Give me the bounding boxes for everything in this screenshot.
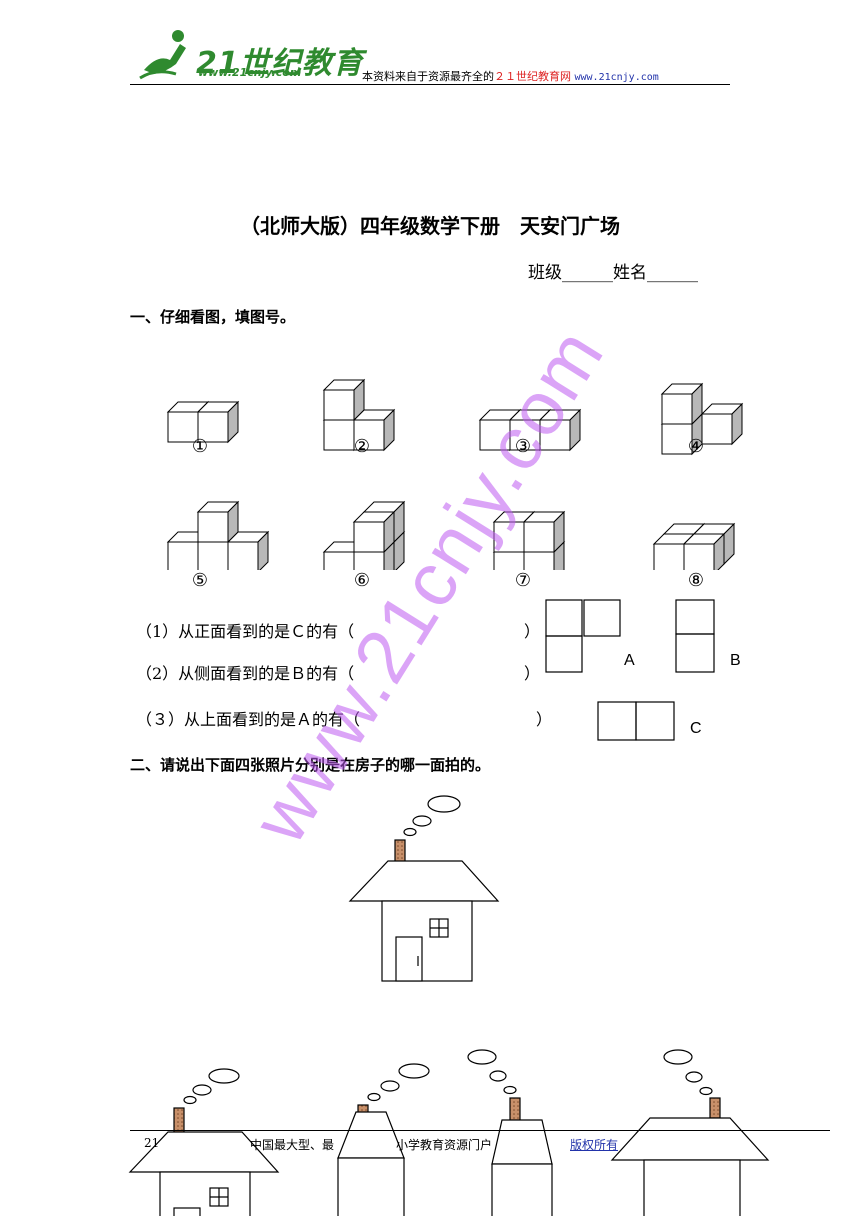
view-diagrams — [545, 599, 715, 741]
logo-text: 21世纪教育 — [196, 46, 364, 81]
footer-middle: 中国最大型、最 — [250, 1138, 335, 1152]
question-1-close: ） — [524, 622, 541, 641]
footer-divider — [130, 1130, 830, 1131]
question-3-close: ） — [536, 710, 553, 729]
figure-number-1: ① — [191, 436, 209, 457]
figure-5-cube-2 — [226, 530, 270, 570]
view-label-a: A — [624, 652, 635, 669]
figure-4-cube-0 — [700, 402, 744, 446]
figure-number-2: ② — [353, 436, 371, 457]
header-note: 本资料来自于资源最齐全的２１世纪教育网 www.21cnjy.com — [362, 70, 659, 83]
view-b — [675, 599, 715, 673]
view-label-c: C — [690, 720, 702, 737]
footer-middle-2: 小学教育资源门户 — [396, 1138, 493, 1152]
view-c — [597, 701, 675, 741]
view-a — [545, 599, 621, 673]
figure-7-cube-3 — [522, 510, 566, 554]
site-logo — [139, 30, 186, 80]
figure-4-cube-2 — [660, 382, 704, 426]
figure-3-cube-2 — [538, 408, 582, 452]
figure-number-4: ④ — [687, 436, 705, 457]
figure-number-5: ⑤ — [191, 570, 209, 591]
house-front — [348, 795, 500, 982]
question-3: （３）从上面看到的是Ａ的有（ — [136, 710, 361, 729]
view-label-b: B — [730, 652, 741, 669]
footer-copyright-link[interactable]: 版权所有 — [570, 1138, 619, 1152]
figure-6-cube-4 — [352, 510, 396, 554]
header-divider — [130, 84, 730, 85]
section1-heading: 一、仔细看图，填图号。 — [130, 308, 296, 326]
figure-2-cube-2 — [322, 378, 366, 422]
question-1: （1）从正面看到的是Ｃ的有（ — [136, 622, 355, 641]
figure-1-cube-1 — [196, 400, 240, 444]
figure-5-cube-3 — [196, 500, 240, 544]
house-photo-1 — [128, 1068, 280, 1216]
house-photo-3 — [467, 1049, 553, 1216]
class-name-line: 班级______姓名______ — [528, 263, 698, 283]
house-photo-2 — [337, 1063, 430, 1216]
section2-heading: 二、请说出下面四张照片分别是在房子的哪一面拍的。 — [130, 756, 491, 774]
figure-8-cube-3 — [682, 532, 726, 570]
house-drawings — [128, 795, 770, 1216]
figure-2-cube-1 — [352, 408, 396, 452]
house-photo-4 — [610, 1049, 770, 1216]
logo-url: www.21cnjy.com — [198, 66, 302, 79]
footer-left: 21 — [144, 1136, 160, 1150]
figure-number-6: ⑥ — [353, 570, 371, 591]
page-title: （北师大版）四年级数学下册天安门广场 — [240, 214, 620, 238]
question-2-close: ） — [524, 664, 541, 683]
figure-number-7: ⑦ — [514, 570, 532, 591]
cube-figures — [166, 378, 744, 570]
figure-number-3: ③ — [514, 436, 532, 457]
question-2: （2）从侧面看到的是Ｂ的有（ — [136, 664, 355, 683]
figure-number-8: ⑧ — [687, 570, 705, 591]
